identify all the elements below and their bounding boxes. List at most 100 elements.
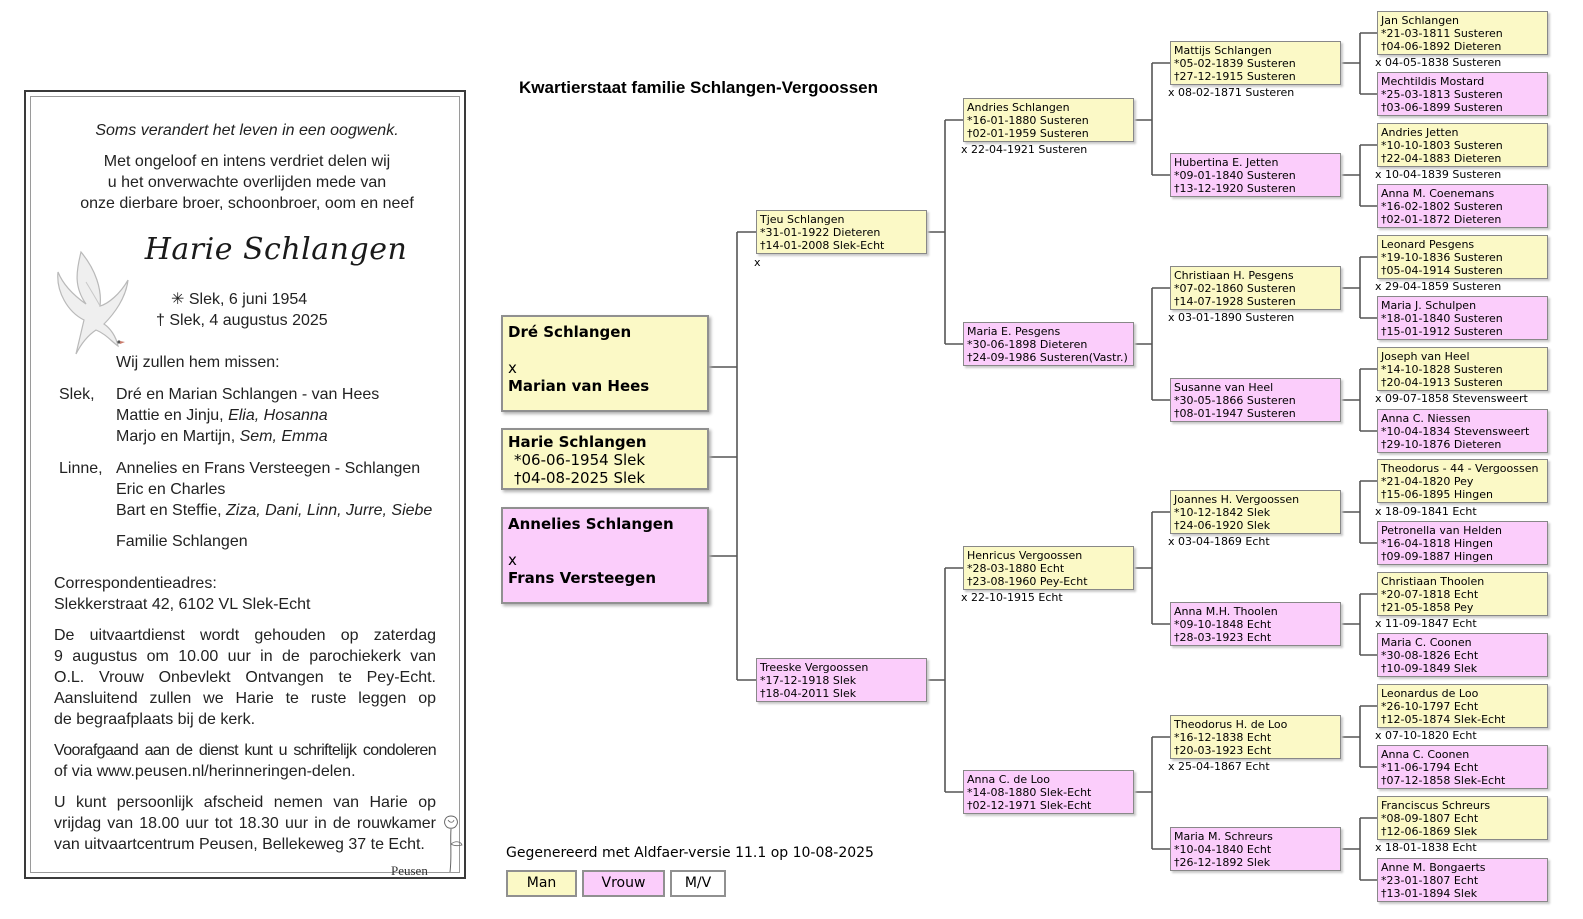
person-name: Anna C. Coonen xyxy=(1381,748,1470,761)
person-name: Maria J. Schulpen xyxy=(1381,299,1477,312)
person-box[interactable]: Joseph van Heel *14-10-1828 Susteren †20… xyxy=(1377,347,1548,391)
family-line-2: Mattie en Jinju, Elia, Hosanna xyxy=(116,405,328,426)
person-box[interactable]: Leonardus de Loo *26-10-1797 Echt †12-05… xyxy=(1377,684,1548,728)
person-birth: *18-01-1840 Susteren xyxy=(1381,312,1503,325)
person-name: Susanne van Heel xyxy=(1174,381,1274,394)
person-birth: *21-03-1811 Susteren xyxy=(1381,27,1503,40)
marriage-label: x 04-05-1838 Susteren xyxy=(1375,56,1502,69)
person-box[interactable]: Anna C. Niessen *10-04-1834 Stevensweert… xyxy=(1377,409,1548,453)
person-box[interactable]: Joannes H. Vergoossen *10-12-1842 Slek †… xyxy=(1170,490,1341,534)
marriage-label: x 29-04-1859 Susteren xyxy=(1375,280,1502,293)
marriage-label: x 03-04-1869 Echt xyxy=(1168,535,1270,548)
legend-mv-button[interactable]: M/V xyxy=(670,870,726,897)
person-box[interactable]: Andries Jetten *10-10-1803 Susteren †22-… xyxy=(1377,123,1548,167)
person-death: †28-03-1923 Echt xyxy=(1174,631,1272,644)
person-box[interactable]: Treeske Vergoossen *17-12-1918 Slek †18-… xyxy=(756,658,927,702)
generated-note: Gegenereerd met Aldfaer-versie 11.1 op 1… xyxy=(506,845,874,861)
person-box[interactable]: Maria J. Schulpen *18-01-1840 Susteren †… xyxy=(1377,296,1548,340)
person-birth: *09-10-1848 Echt xyxy=(1174,618,1272,631)
marriage-label: x 09-07-1858 Stevensweert xyxy=(1375,392,1528,405)
person-birth: *20-07-1818 Echt xyxy=(1381,588,1479,601)
sibling-box-harie[interactable]: Harie Schlangen *06-06-1954 Slek †04-08-… xyxy=(501,428,709,490)
person-box[interactable]: Hubertina E. Jetten *09-01-1840 Susteren… xyxy=(1170,153,1341,197)
person-birth: *30-06-1898 Dieteren xyxy=(967,338,1088,351)
person-birth: *10-04-1834 Stevensweert xyxy=(1381,425,1530,438)
family-line-6-children: Ziza, Dani, Linn, Jurre, Siebe xyxy=(226,502,433,519)
person-birth: *07-02-1860 Susteren xyxy=(1174,282,1296,295)
person-death: †05-04-1914 Susteren xyxy=(1381,264,1503,277)
correspondence-address: Slekkerstraat 42, 6102 VL Slek-Echt xyxy=(54,596,311,613)
marriage-label: x 07-10-1820 Echt xyxy=(1375,729,1477,742)
person-box[interactable]: Anne M. Bongaerts *23-01-1807 Echt †13-0… xyxy=(1377,858,1548,902)
person-birth: *26-10-1797 Echt xyxy=(1381,700,1479,713)
person-box[interactable]: Anna M. Coenemans *16-02-1802 Susteren †… xyxy=(1377,184,1548,228)
person-birth: *16-01-1880 Susteren xyxy=(967,114,1089,127)
person-box[interactable]: Jan Schlangen *21-03-1811 Susteren †04-0… xyxy=(1377,11,1548,55)
person-name: Maria M. Schreurs xyxy=(1174,830,1273,843)
person-box[interactable]: Christiaan H. Pesgens *07-02-1860 Suster… xyxy=(1170,266,1341,310)
person-name: Petronella van Helden xyxy=(1381,524,1502,537)
farewell-paragraph: U kunt persoonlijk afscheid nemen van Ha… xyxy=(54,792,436,855)
family-line-5: Eric en Charles xyxy=(116,481,226,498)
person-box[interactable]: Leonard Pesgens *19-10-1836 Susteren †05… xyxy=(1377,235,1548,279)
marriage-label: x 11-09-1847 Echt xyxy=(1375,617,1477,630)
missing-line: Wij zullen hem missen: xyxy=(116,354,280,371)
person-death: †15-06-1895 Hingen xyxy=(1381,488,1493,501)
notice-intro: Soms verandert het leven in een oogwenk. xyxy=(95,122,399,139)
service-line: O.L. Vrouw Onbevlekt Ontvangen te Pey-Ec… xyxy=(54,669,436,686)
person-birth: *21-04-1820 Pey xyxy=(1381,475,1474,488)
person-box[interactable]: Theodorus H. de Loo *16-12-1838 Echt †20… xyxy=(1170,715,1341,759)
person-birth: *19-10-1836 Susteren xyxy=(1381,251,1503,264)
person-box[interactable]: Maria M. Schreurs *10-04-1840 Echt †26-1… xyxy=(1170,827,1341,871)
person-death: †18-04-2011 Slek xyxy=(760,687,857,700)
person-box[interactable]: Anna C. de Loo *14-08-1880 Slek-Echt †02… xyxy=(963,770,1134,814)
family-line-3: Marjo en Martijn, Sem, Emma xyxy=(116,426,328,447)
person-death: †02-01-1959 Susteren xyxy=(967,127,1089,140)
legend-woman-button[interactable]: Vrouw xyxy=(582,870,665,897)
chart-title: Kwartierstaat familie Schlangen-Vergooss… xyxy=(519,78,879,97)
sibling-box-annelies[interactable]: Annelies Schlangen x Frans Versteegen xyxy=(501,507,709,604)
person-name: Christiaan H. Pesgens xyxy=(1174,269,1294,282)
family-line-7: Familie Schlangen xyxy=(116,533,248,550)
person-box[interactable]: Anna M.H. Thoolen *09-10-1848 Echt †28-0… xyxy=(1170,602,1341,646)
person-death: †22-04-1883 Dieteren xyxy=(1381,152,1502,165)
person-box[interactable]: Susanne van Heel *30-05-1866 Susteren †0… xyxy=(1170,378,1341,422)
person-death: †12-06-1869 Slek xyxy=(1381,825,1478,838)
person-birth: *10-12-1842 Slek xyxy=(1174,506,1271,519)
person-birth: *11-06-1794 Echt xyxy=(1381,761,1479,774)
person-death: †13-12-1920 Susteren xyxy=(1174,182,1296,195)
person-box[interactable]: Andries Schlangen *16-01-1880 Susteren †… xyxy=(963,98,1134,142)
person-birth: *30-08-1826 Echt xyxy=(1381,649,1479,662)
person-name: Maria E. Pesgens xyxy=(967,325,1061,338)
sibling-box-dre[interactable]: Dré Schlangen x Marian van Hees xyxy=(501,315,709,412)
person-box[interactable]: Mattijs Schlangen *05-02-1839 Susteren †… xyxy=(1170,41,1341,85)
legend-man-button[interactable]: Man xyxy=(506,870,577,897)
farewell-line: van uitvaartcentrum Peusen, Bellekeweg 3… xyxy=(54,836,425,853)
person-death: †13-01-1894 Slek xyxy=(1381,887,1478,900)
farewell-line: U kunt persoonlijk afscheid nemen van Ha… xyxy=(54,794,436,811)
person-box[interactable]: Anna C. Coonen *11-06-1794 Echt †07-12-1… xyxy=(1377,745,1548,789)
person-box[interactable]: Franciscus Schreurs *08-09-1807 Echt †12… xyxy=(1377,796,1548,840)
person-birth: *31-01-1922 Dieteren xyxy=(760,226,881,239)
person-name: Tjeu Schlangen xyxy=(760,213,845,226)
person-box[interactable]: Maria C. Coonen *30-08-1826 Echt †10-09-… xyxy=(1377,633,1548,677)
person-death: †14-07-1928 Susteren xyxy=(1174,295,1296,308)
person-box[interactable]: Petronella van Helden *16-04-1818 Hingen… xyxy=(1377,521,1548,565)
person-box[interactable]: Christiaan Thoolen *20-07-1818 Echt †21-… xyxy=(1377,572,1548,616)
person-name: Anne M. Bongaerts xyxy=(1381,861,1486,874)
service-line: Aansluitend zullen we Harie te ruste leg… xyxy=(54,690,436,707)
person-death: †10-09-1849 Slek xyxy=(1381,662,1478,675)
person-birth: *08-09-1807 Echt xyxy=(1381,812,1479,825)
marriage-label: x xyxy=(754,256,761,269)
marriage-symbol: x xyxy=(508,551,517,569)
person-box[interactable]: Tjeu Schlangen *31-01-1922 Dieteren †14-… xyxy=(756,210,927,254)
person-birth: *28-03-1880 Echt xyxy=(967,562,1065,575)
person-box[interactable]: Mechtildis Mostard *25-03-1813 Susteren … xyxy=(1377,72,1548,116)
person-box[interactable]: Henricus Vergoossen *28-03-1880 Echt †23… xyxy=(963,546,1134,590)
sibling-death: †04-08-2025 Slek xyxy=(514,469,646,487)
service-line: De uitvaartdienst wordt gehouden op zate… xyxy=(54,627,436,644)
person-box[interactable]: Maria E. Pesgens *30-06-1898 Dieteren †2… xyxy=(963,322,1134,366)
person-birth: *09-01-1840 Susteren xyxy=(1174,169,1296,182)
person-box[interactable]: Theodorus - 44 - Vergoossen *21-04-1820 … xyxy=(1377,459,1548,503)
sibling-birth: *06-06-1954 Slek xyxy=(514,451,646,469)
